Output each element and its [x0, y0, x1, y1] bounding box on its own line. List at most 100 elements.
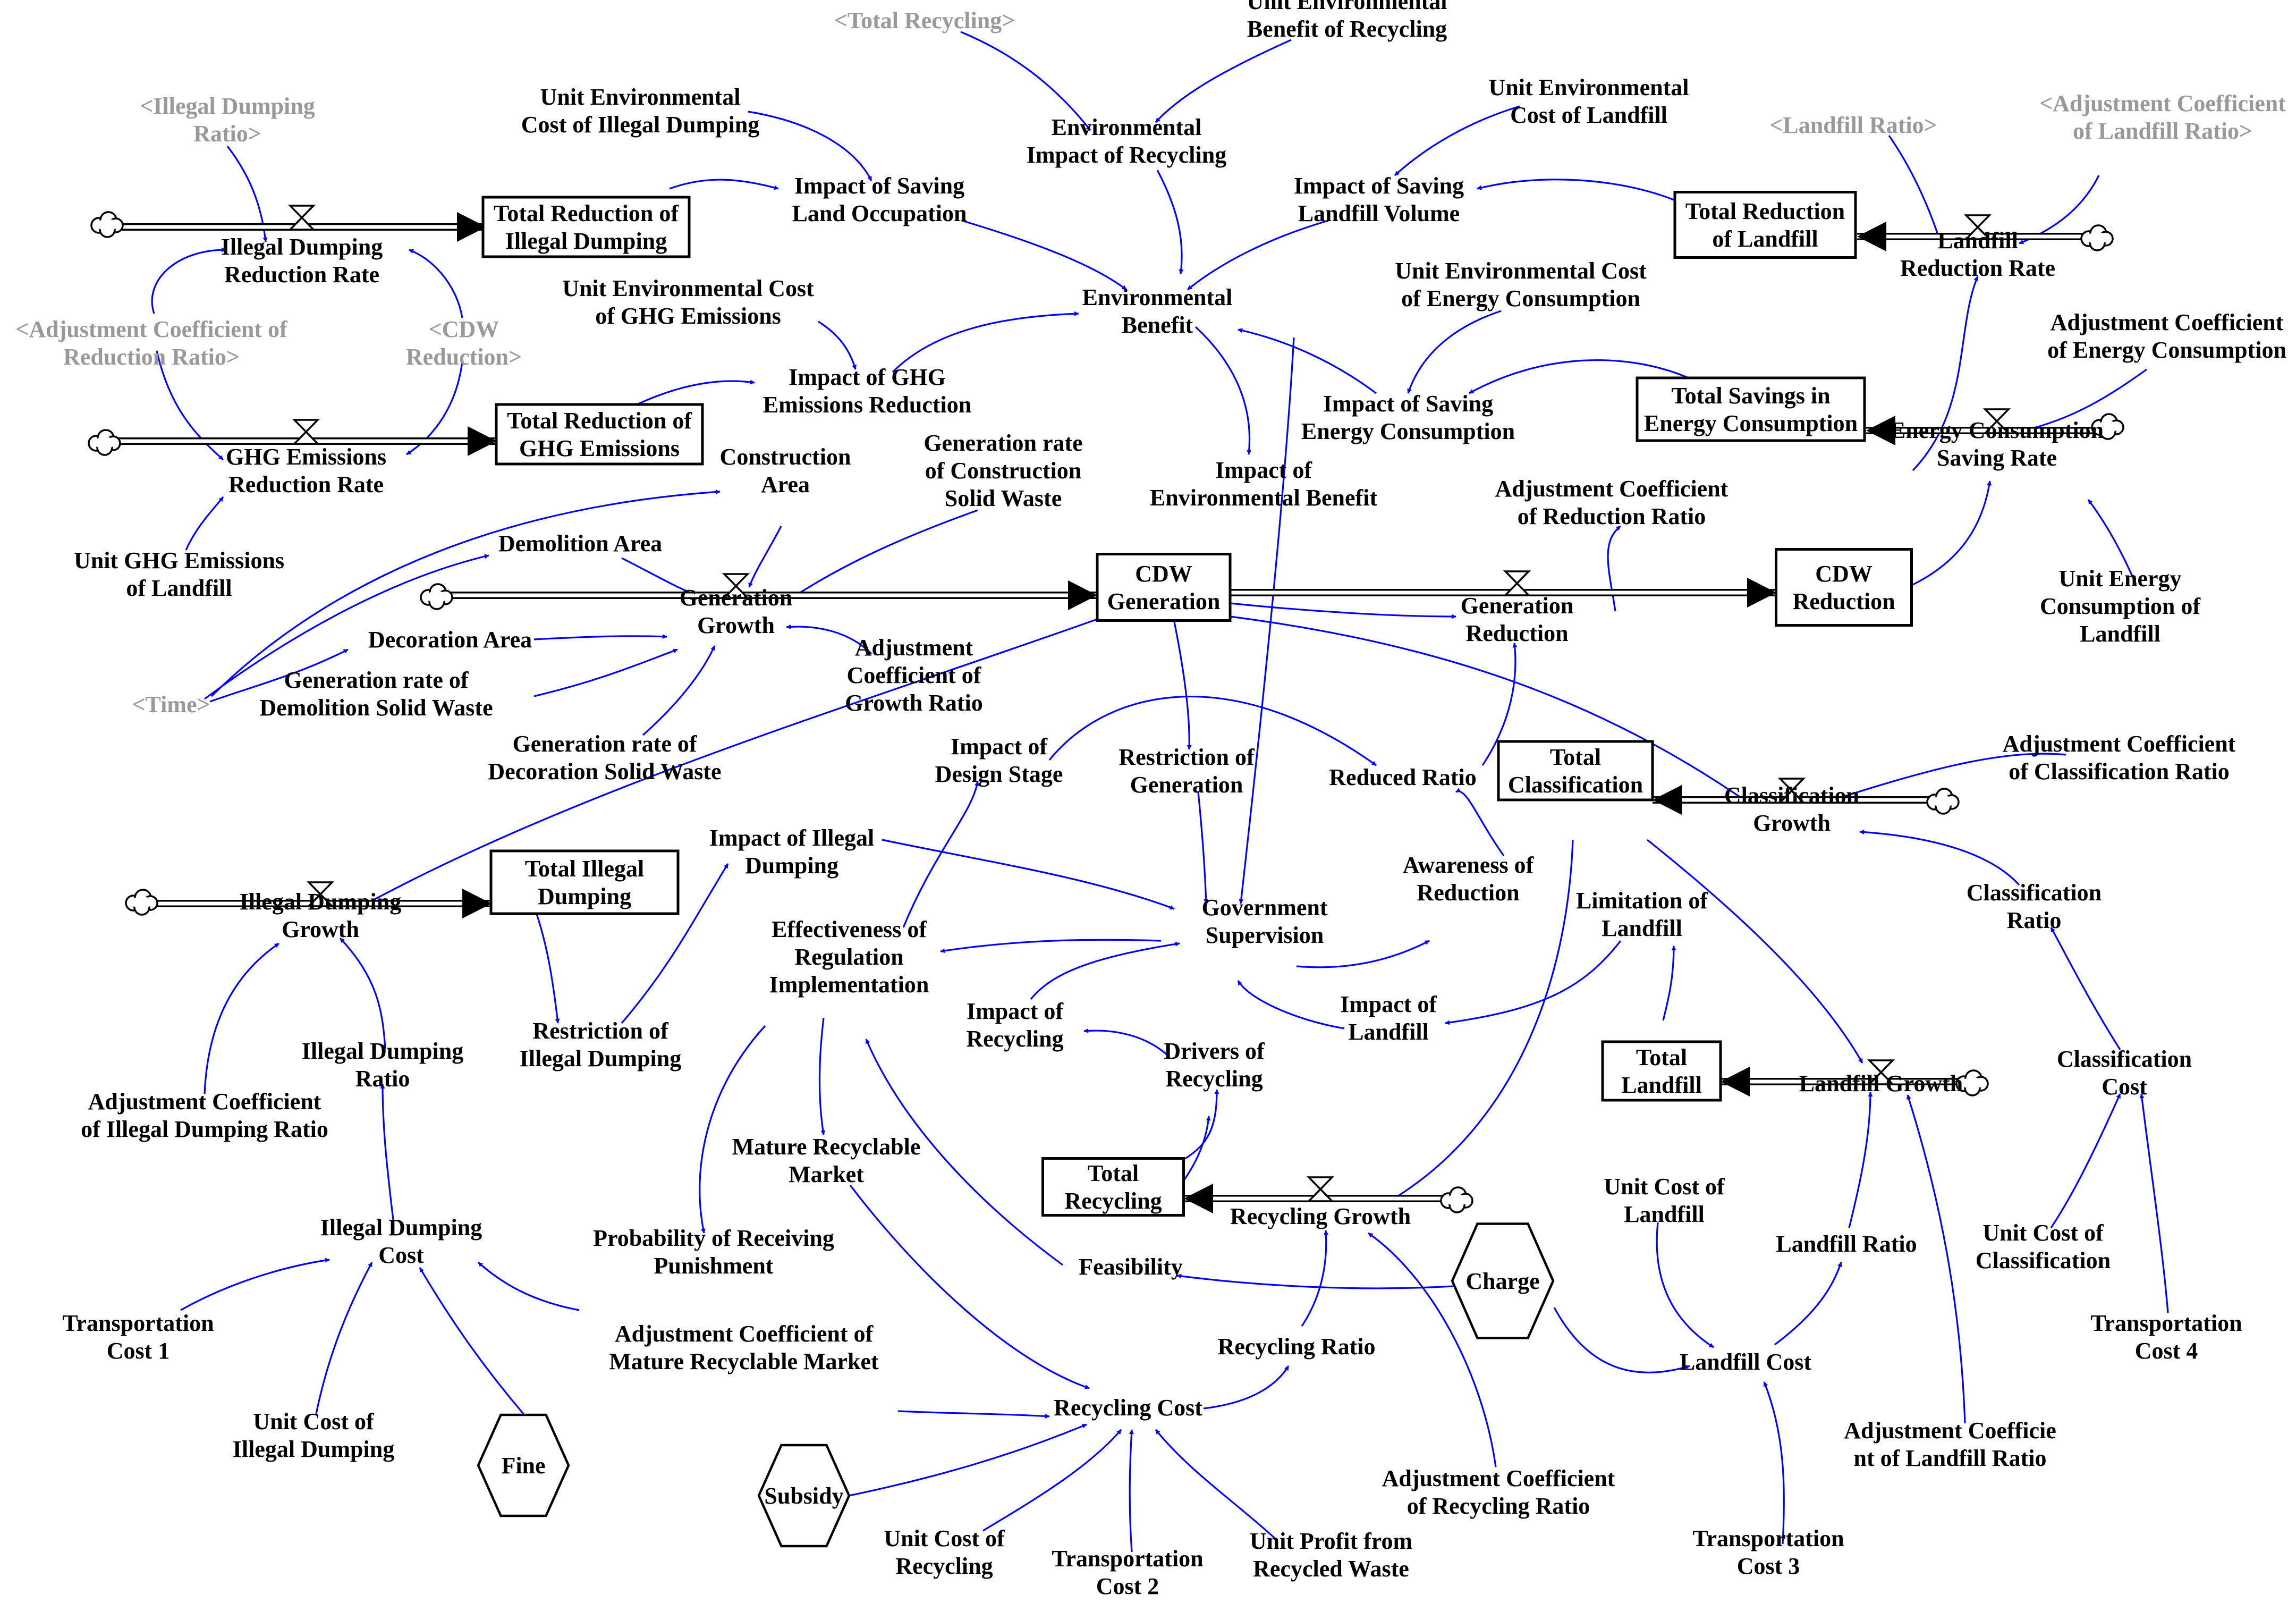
link-ghg-impact-to-env-benefit	[892, 311, 1079, 373]
link-total-red-ghg-to-impact	[626, 379, 755, 410]
link-recycling-cost-to-ratio	[1203, 1365, 1290, 1410]
label-impact-ghg-reduction-line-1: Impact of GHG	[789, 364, 946, 390]
label-generation-growth-line-1: Generation	[680, 585, 793, 611]
label-transportation-cost-3-line-2: Cost 3	[1737, 1553, 1800, 1579]
label-energy-consumption-saving-rate-line-1: Energy Consumption	[1890, 417, 2104, 443]
link-drivers-to-impact-recycling	[1083, 1028, 1170, 1058]
label-illegal-dumping-ratio-shadow-line-2: Ratio>	[193, 121, 261, 147]
label-generation-rate-decoration-line-1: Generation rate of	[513, 731, 698, 757]
label-reduced-ratio: Reduced Ratio	[1329, 764, 1476, 790]
label-restriction-generation-line-1: Restriction of	[1119, 744, 1255, 770]
label-energy-consumption-saving-rate-line-2: Saving Rate	[1937, 445, 2057, 471]
link-adj-recycling-ratio-to-growth	[1368, 1232, 1497, 1467]
label-unit-cost-classification-line-2: Classification	[1976, 1247, 2111, 1273]
link-cdw-shadow-to-illegal-rate	[409, 249, 463, 318]
link-energy-impact-to-env-benefit	[1238, 328, 1377, 394]
link-adj-red-shadow-to-illegal-rate	[151, 247, 226, 314]
label-adj-coef-energy-line-2: of Energy Consumption	[2047, 337, 2286, 363]
label-government-supervision-line-1: Government	[1201, 895, 1327, 921]
label-illegal-dumping-reduction-rate-line-1: Illegal Dumping	[221, 234, 383, 260]
node-demolition-area: Demolition Area	[498, 530, 662, 556]
link-adj-energy-to-saving-rate	[2019, 368, 2147, 433]
label-impact-landfill-line-2: Landfill	[1348, 1019, 1429, 1045]
label-total-recycling-line-2: Recycling	[1064, 1188, 1162, 1214]
node-subsidy: Subsidy	[757, 1444, 851, 1548]
link-restriction-to-gov-supervision	[1197, 791, 1209, 904]
link-unit-cost-recycling-to-cost	[982, 1429, 1122, 1532]
label-limitation-landfill-line-2: Landfill	[1602, 915, 1682, 941]
label-unit-cost-classification-line-1: Unit Cost of	[1982, 1220, 2104, 1246]
label-effectiveness-regulation-line-2: Regulation	[794, 944, 903, 970]
label-adj-coef-illegal-dumping-ratio-line-2: of Illegal Dumping Ratio	[81, 1116, 328, 1142]
label-impact-env-benefit-line-1: Impact of	[1215, 457, 1312, 483]
label-generation-rate-construction-line-3: Solid Waste	[945, 485, 1062, 511]
link-construction-area-to-growth	[748, 526, 782, 588]
label-impact-env-benefit-line-2: Environmental Benefit	[1150, 485, 1378, 511]
link-fine-to-illegal-cost	[419, 1267, 524, 1415]
label-transportation-cost-3-line-1: Transportation	[1692, 1525, 1844, 1551]
label-adj-coef-growth-ratio-line-2: Coefficient of	[847, 662, 982, 688]
label-unit-energy-consumption-landfill-line-1: Unit Energy	[2059, 566, 2182, 592]
label-total-recycling-line-1: Total	[1088, 1160, 1139, 1186]
link-impact-recycling-to-gov	[1030, 941, 1180, 1000]
label-transportation-cost-2-line-2: Cost 2	[1096, 1573, 1159, 1599]
label-adj-coef-landfill-ratio-shadow-line-2: of Landfill Ratio>	[2073, 118, 2252, 144]
link-volume-to-env-benefit	[1187, 220, 1329, 291]
link-cdw-red-to-landfill-rate	[1912, 276, 1979, 471]
label-illegal-dumping-ratio-line-2: Ratio	[355, 1066, 410, 1092]
link-charge-to-landfill-cost	[1553, 1307, 1690, 1373]
label-unit-env-cost-landfill-line-1: Unit Environmental	[1489, 74, 1689, 100]
label-total-recycling-shadow: <Total Recycling>	[834, 7, 1015, 33]
label-impact-illegal-dumping-line-2: Dumping	[745, 853, 838, 879]
generation-reduction-flow-valve	[1503, 570, 1531, 596]
link-total-landfill-to-limitation	[1662, 946, 1676, 1021]
label-total-landfill-line-1: Total	[1636, 1044, 1687, 1070]
link-unit-cost-landfill-to-cost	[1656, 1222, 1714, 1348]
label-impact-saving-land-line-2: Land Occupation	[792, 200, 967, 226]
label-adj-coef-recycling-ratio-line-1: Adjustment Coefficient	[1382, 1465, 1615, 1491]
illegal-dumping-growth-flow-cloud	[125, 889, 158, 916]
link-effectiveness-to-design-stage	[902, 781, 980, 928]
label-adj-coef-landfill-ratio-line-1: Adjustment Coefficie	[1844, 1418, 2056, 1444]
link-total-recycling-to-env-impact	[960, 31, 1091, 131]
label-environmental-benefit-line-1: Environmental	[1082, 284, 1233, 310]
link-land-to-env-benefit	[961, 220, 1127, 291]
label-recycling-cost: Recycling Cost	[1054, 1395, 1202, 1421]
recycling-growth-flow-cloud	[1440, 1186, 1473, 1213]
node-fine: Fine	[477, 1413, 570, 1517]
label-impact-design-stage-line-2: Design Stage	[935, 761, 1063, 787]
label-unit-profit-recycled-line-2: Recycled Waste	[1253, 1556, 1409, 1582]
label-classification-ratio-line-1: Classification	[1967, 880, 2102, 906]
label-landfill-ratio: Landfill Ratio	[1776, 1231, 1917, 1257]
label-generation-reduction-line-1: Generation	[1461, 593, 1574, 619]
link-total-recycling-to-drivers-b	[1181, 1116, 1211, 1183]
generation-growth-flow	[449, 580, 1097, 610]
link-gen-rate-construction-to-growth	[791, 509, 978, 599]
label-generation-rate-decoration-line-2: Decoration Solid Waste	[488, 758, 721, 784]
label-total-classification-line-2: Classification	[1508, 772, 1643, 798]
link-total-recycling-to-drivers	[1184, 1089, 1219, 1160]
link-total-illegal-to-restriction	[536, 914, 560, 1024]
link-awareness-to-reduced-ratio	[1455, 788, 1505, 856]
link-unit-ghg-to-ghg-rate	[185, 496, 224, 551]
illegal-dumping-reduction-flow-cloud	[90, 211, 124, 238]
node-charge: Charge	[1451, 1222, 1555, 1339]
